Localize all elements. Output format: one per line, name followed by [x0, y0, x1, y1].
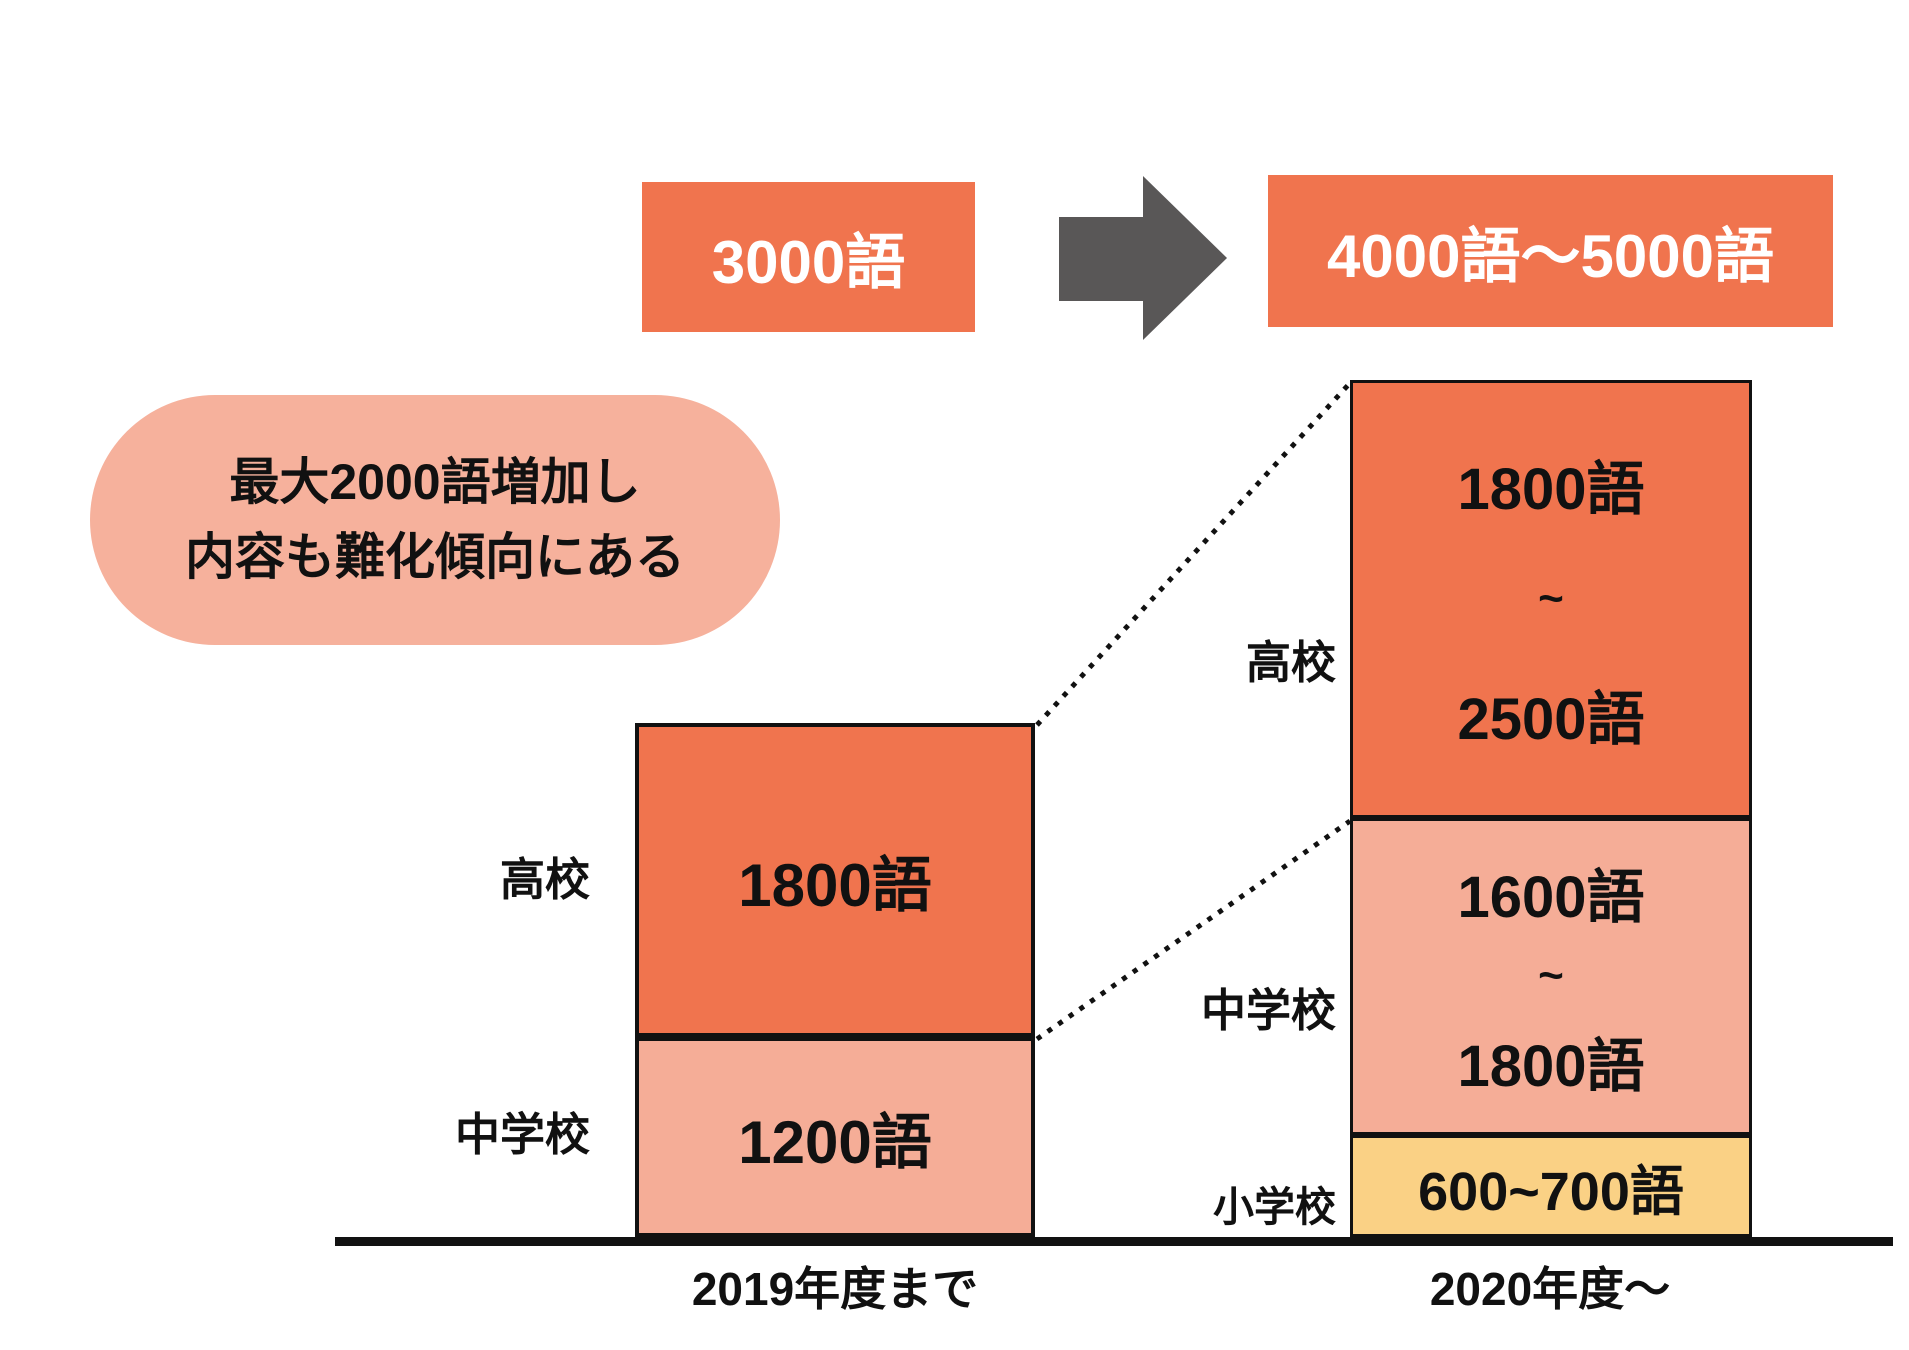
segment-juniorhigh-2019-value: 1200語: [738, 1108, 932, 1176]
label-juniorhigh-2020: 中学校: [1200, 985, 1336, 1036]
bar-2019: 1800語 1200語: [635, 723, 1035, 1237]
segment-juniorhigh-2019: 1200語: [635, 1037, 1035, 1237]
transition-arrow-icon: [1059, 217, 1145, 301]
annotation-line2: 内容も難化傾向にある: [185, 529, 685, 585]
annotation-bubble: 最大2000語増加し 内容も難化傾向にある: [90, 395, 780, 645]
total-after-label: 4000語～5000語: [1327, 222, 1774, 290]
label-highschool-2019: 高校: [499, 854, 590, 905]
axis-label-2020: 2020年度～: [1429, 1263, 1671, 1315]
segment-juniorhigh-2020-min: 1600語: [1457, 865, 1645, 931]
total-before-box: 3000語: [642, 182, 975, 332]
segment-highschool-2020: 1800語 ~ 2500語: [1350, 380, 1752, 818]
segment-elementary-2020-value: 600~700語: [1418, 1161, 1684, 1222]
label-juniorhigh-2019: 中学校: [454, 1109, 590, 1160]
axis-label-2019: 2019年度まで: [691, 1263, 979, 1315]
total-before-label: 3000語: [711, 228, 906, 296]
segment-elementary-2020: 600~700語: [1350, 1135, 1752, 1237]
label-elementary-2020: 小学校: [1213, 1184, 1336, 1230]
segment-highschool-2020-max: 2500語: [1457, 686, 1645, 752]
segment-highschool-2020-tilde: ~: [1538, 573, 1564, 623]
transition-arrow-head-icon: [1143, 176, 1227, 340]
total-after-box: 4000語～5000語: [1268, 175, 1833, 327]
segment-highschool-2019: 1800語: [635, 723, 1035, 1037]
segment-highschool-2019-value: 1800語: [738, 851, 932, 919]
segment-juniorhigh-2020-max: 1800語: [1457, 1033, 1645, 1099]
annotation-line1: 最大2000語増加し: [229, 454, 641, 510]
segment-juniorhigh-2020-tilde: ~: [1538, 951, 1564, 1001]
label-highschool-2020: 高校: [1245, 637, 1336, 688]
segment-highschool-2020-min: 1800語: [1457, 457, 1645, 523]
x-axis-line: [335, 1237, 1893, 1246]
bar-2020: 1800語 ~ 2500語 1600語 ~ 1800語 600~700語: [1350, 380, 1752, 1237]
segment-juniorhigh-2020: 1600語 ~ 1800語: [1350, 818, 1752, 1135]
